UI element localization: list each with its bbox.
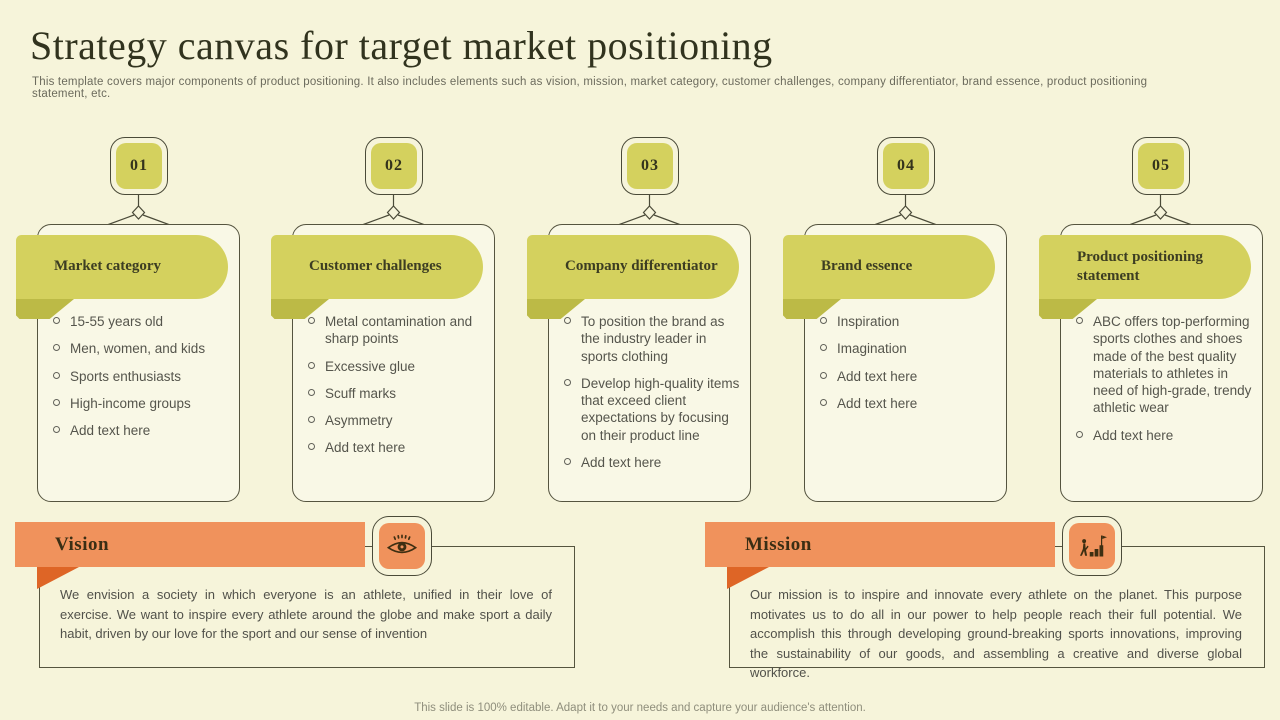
column-card-market-category[interactable]: Market category 15-55 years old Men, wom…	[16, 224, 240, 502]
page-title: Strategy canvas for target market positi…	[30, 23, 773, 68]
step-number: 01	[116, 143, 162, 189]
list-item: ABC offers top-performing sports clothes…	[1076, 313, 1252, 417]
bullet-icon	[308, 388, 315, 396]
list-item: Add text here	[820, 368, 996, 385]
column-title: Market category	[54, 258, 162, 275]
bullet-icon	[820, 398, 827, 406]
footer-note: This slide is 100% editable. Adapt it to…	[414, 702, 866, 714]
list-item: Add text here	[53, 422, 229, 439]
step-badge-03[interactable]: 03	[621, 137, 679, 195]
list-item: Scuff marks	[308, 385, 484, 402]
bullet-icon	[53, 317, 60, 324]
column-title: Customer challenges	[309, 258, 442, 275]
step-number: 03	[627, 143, 673, 189]
vision-icon-badge[interactable]	[372, 516, 432, 576]
column-title: Company differentiator	[565, 258, 718, 275]
bullet-list: 15-55 years old Men, women, and kids Spo…	[53, 313, 229, 449]
connector-line	[361, 195, 426, 225]
list-item: Metal contamination and sharp points	[308, 313, 484, 348]
bullet-icon	[1076, 317, 1083, 324]
list-item: Develop high-quality items that exceed c…	[564, 375, 740, 444]
vision-banner[interactable]: Vision	[15, 522, 365, 567]
vision-label: Vision	[55, 533, 110, 555]
step-number: 02	[371, 143, 417, 189]
column-header: Product positioning statement	[1039, 235, 1251, 299]
bullet-icon	[1076, 430, 1083, 438]
bullet-icon	[820, 317, 827, 324]
mission-banner[interactable]: Mission	[705, 522, 1055, 567]
step-number: 04	[883, 143, 929, 189]
column-card-brand-essence[interactable]: Brand essence Inspiration Imagination Ad…	[783, 224, 1007, 502]
list-item: High-income groups	[53, 395, 229, 412]
mission-text-box: Our mission is to inspire and innovate e…	[729, 546, 1265, 680]
column-title: Brand essence	[821, 258, 913, 275]
vision-text-box: We envision a society in which everyone …	[39, 546, 575, 668]
column-card-product-positioning[interactable]: Product positioning statement ABC offers…	[1039, 224, 1263, 502]
bullet-icon	[53, 398, 60, 406]
list-item: Add text here	[564, 454, 740, 471]
mission-label: Mission	[745, 533, 812, 555]
bullet-list: Inspiration Imagination Add text here Ad…	[820, 313, 996, 422]
step-badge-02[interactable]: 02	[365, 137, 423, 195]
bullet-icon	[564, 378, 571, 386]
step-badge-04[interactable]: 04	[877, 137, 935, 195]
step-badge-05[interactable]: 05	[1132, 137, 1190, 195]
step-badge-01[interactable]: 01	[110, 137, 168, 195]
list-item: Imagination	[820, 340, 996, 357]
list-item: Add text here	[820, 395, 996, 412]
bullet-icon	[53, 426, 60, 434]
list-item: 15-55 years old	[53, 313, 229, 330]
mission-text: Our mission is to inspire and innovate e…	[750, 587, 1242, 680]
column-title: Product positioning statement	[1077, 248, 1203, 284]
bullet-icon	[53, 344, 60, 352]
column-header: Market category	[16, 235, 228, 299]
column-header: Company differentiator	[527, 235, 739, 299]
list-item: Men, women, and kids	[53, 340, 229, 357]
column-card-company-differentiator[interactable]: Company differentiator To position the b…	[527, 224, 751, 502]
page-subtitle: This template covers major components of…	[32, 76, 1148, 100]
list-item: Sports enthusiasts	[53, 368, 229, 385]
bullet-icon	[564, 457, 571, 465]
bullet-icon	[820, 371, 827, 379]
list-item: Inspiration	[820, 313, 996, 330]
bullet-icon	[564, 317, 571, 324]
list-item: Add text here	[308, 439, 484, 456]
step-number: 05	[1138, 143, 1184, 189]
bullet-icon	[53, 371, 60, 379]
bullet-icon	[308, 443, 315, 451]
list-item: To position the brand as the industry le…	[564, 313, 740, 365]
eye-icon	[379, 523, 425, 569]
bullet-icon	[308, 361, 315, 369]
column-card-customer-challenges[interactable]: Customer challenges Metal contamination …	[271, 224, 495, 502]
column-header: Customer challenges	[271, 235, 483, 299]
list-item: Asymmetry	[308, 412, 484, 429]
bullet-list: ABC offers top-performing sports clothes…	[1076, 313, 1252, 454]
column-header: Brand essence	[783, 235, 995, 299]
mission-icon-badge[interactable]	[1062, 516, 1122, 576]
connector-line	[1128, 195, 1193, 225]
bullet-list: To position the brand as the industry le…	[564, 313, 740, 481]
growth-flag-icon	[1069, 523, 1115, 569]
bullet-list: Metal contamination and sharp points Exc…	[308, 313, 484, 467]
connector-line	[617, 195, 682, 225]
bullet-icon	[820, 344, 827, 352]
bullet-icon	[308, 317, 315, 324]
list-item: Add text here	[1076, 427, 1252, 444]
connector-line	[873, 195, 938, 225]
connector-line	[106, 195, 171, 225]
list-item: Excessive glue	[308, 358, 484, 375]
bullet-icon	[308, 416, 315, 424]
vision-text: We envision a society in which everyone …	[60, 587, 552, 641]
